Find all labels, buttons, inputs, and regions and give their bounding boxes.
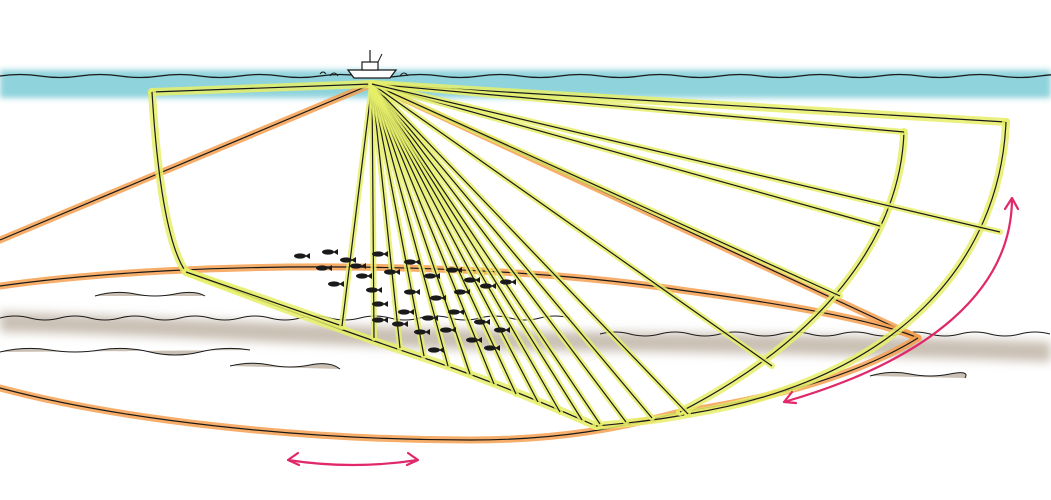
- net-radial-line: [341, 83, 373, 327]
- ground-rope: [0, 266, 919, 339]
- fish-icon: [464, 277, 480, 283]
- fish-icon: [428, 347, 444, 353]
- seabed-line: [599, 331, 1051, 337]
- fish-icon: [404, 259, 420, 265]
- ground-rope: [0, 83, 373, 241]
- fish-icon: [424, 273, 440, 279]
- net-radial-line: [371, 83, 425, 357]
- seabed-patch: [869, 371, 967, 379]
- fish-icon: [356, 273, 372, 279]
- fish-icon: [294, 253, 310, 259]
- fish-icon: [392, 321, 408, 327]
- fish-icon: [340, 257, 356, 263]
- fish-icon: [398, 309, 414, 315]
- net-radial-line: [371, 83, 689, 415]
- ground-ropes: [0, 80, 922, 444]
- fish-icon: [316, 265, 332, 271]
- fish-icon: [366, 287, 382, 293]
- net-edge: [687, 121, 1007, 415]
- double-arrow-icon: [782, 196, 1020, 405]
- net-radial-line: [371, 83, 881, 227]
- fish-icon: [500, 279, 516, 285]
- fish-icon: [454, 289, 470, 295]
- fish-icon: [384, 269, 400, 275]
- fish-icon: [372, 301, 388, 307]
- seabed: [0, 291, 1051, 379]
- net-edge: [679, 131, 905, 413]
- fish-icon: [372, 251, 388, 257]
- fish-icon: [422, 315, 438, 321]
- fish-icon: [322, 249, 338, 255]
- net-radial-line: [371, 83, 905, 133]
- fish-icon: [474, 319, 490, 325]
- fish-icon: [440, 327, 456, 333]
- net-radial-line: [371, 83, 471, 375]
- net-radial-line: [371, 83, 401, 349]
- net-radial-line: [371, 83, 841, 297]
- seabed-patch: [94, 291, 206, 297]
- fish-icon: [494, 327, 510, 333]
- net-edge: [185, 271, 343, 327]
- fish-icon: [430, 295, 446, 301]
- purse-net: [148, 80, 1010, 430]
- seabed-patch: [0, 347, 251, 356]
- waterline: [0, 73, 1051, 79]
- net-edge: [371, 83, 1007, 123]
- fish-icon: [414, 329, 430, 335]
- fish-icon: [466, 337, 482, 343]
- net-edge: [151, 83, 373, 93]
- fish-icon: [484, 345, 500, 351]
- net-radial-line: [371, 83, 1001, 233]
- seabed-patch: [229, 362, 341, 370]
- fish-icon: [404, 289, 420, 295]
- net-edge: [151, 91, 187, 273]
- net-radial-line: [371, 83, 627, 423]
- fish-school: [294, 249, 516, 353]
- fish-icon: [350, 263, 366, 269]
- net-radial-line: [371, 83, 375, 339]
- boat-icon: [319, 50, 409, 79]
- fish-icon: [446, 267, 462, 273]
- fish-icon: [480, 283, 496, 289]
- net-radial-line: [371, 83, 773, 367]
- net-radial-line: [371, 83, 601, 425]
- seabed-band: [0, 312, 1051, 362]
- net-radial-line: [371, 83, 653, 419]
- double-arrow-icon: [286, 451, 420, 467]
- fish-icon: [372, 317, 388, 323]
- net-edge-glow: [148, 88, 190, 276]
- seabed-line: [0, 315, 571, 321]
- fish-icon: [448, 309, 464, 315]
- fish-icon: [328, 281, 344, 287]
